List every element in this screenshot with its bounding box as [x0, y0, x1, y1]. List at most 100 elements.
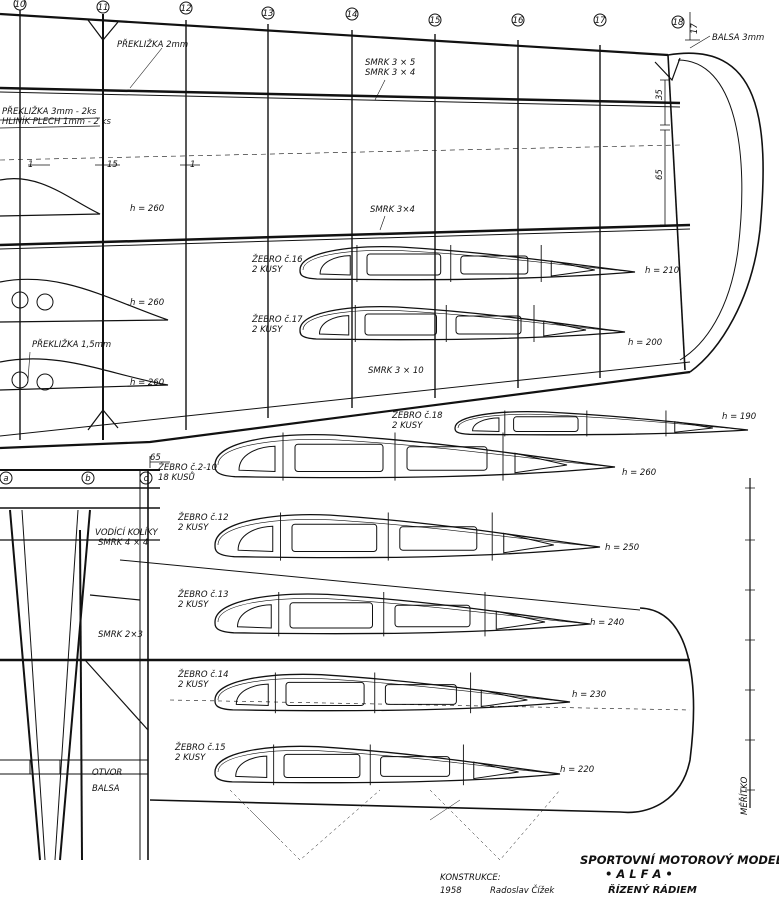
rib-inner-line: [217, 678, 563, 702]
rib-count: 2 KUSY: [178, 680, 209, 690]
scale-label: MĚŘÍTKO: [738, 776, 750, 815]
rib-hole: [366, 253, 442, 276]
rib-outline: [214, 434, 616, 479]
rib-height: h = 190: [722, 412, 756, 422]
hlinik-plech-label: HLINÍK PLECH 1mm - 2 ks: [2, 115, 112, 127]
vodici-smrk-label: SMRK 4 × 4: [98, 538, 148, 548]
rib-outline: [454, 411, 749, 436]
rib-count: 2 KUSY: [252, 265, 283, 275]
rib-hole: [460, 255, 529, 275]
rib-hole: [318, 315, 350, 336]
rib-hole: [543, 320, 587, 337]
rib-name: ŽEBRO č.17: [251, 313, 303, 325]
lower-wing-panel: a b c: [0, 469, 695, 861]
rib-8: ŽEBRO č.152 KUSY h = 220: [174, 741, 594, 786]
rib-hole: [550, 260, 595, 277]
station-14-label: 14: [347, 10, 358, 20]
credit-label: KONSTRUKCE:: [440, 873, 501, 883]
rib-inner-line: [217, 439, 608, 467]
rib-inner-line: [457, 413, 741, 430]
rib-count: 2 KUSY: [178, 523, 209, 533]
balsa-3mm-label: BALSA 3mm: [712, 33, 764, 43]
rib-hole: [319, 255, 351, 276]
rib-hole: [514, 452, 568, 474]
rib-hole: [238, 445, 276, 473]
rib-hole: [291, 523, 378, 553]
rib-hole: [289, 602, 373, 629]
station-b-label: b: [85, 474, 90, 484]
rib-hole: [364, 313, 437, 336]
rib-hole: [399, 526, 478, 551]
rib-name: ŽEBRO č.16: [251, 253, 303, 265]
rib-hole: [237, 525, 274, 553]
scale-bar: MĚŘÍTKO: [738, 478, 755, 815]
rib-outline: [214, 514, 601, 559]
rib-name: ŽEBRO č.14: [177, 668, 229, 680]
station-13-label: 13: [263, 9, 274, 19]
rib-name: ŽEBRO č.2-10: [157, 461, 217, 473]
rib-hole: [480, 689, 528, 708]
title-line-1: SPORTOVNÍ MOTOROVÝ MODEL: [580, 852, 779, 867]
rib-count: 18 KUSŮ: [158, 471, 196, 483]
rib-hole: [384, 684, 457, 705]
dim-1a: 1: [28, 160, 33, 170]
rib-hole: [472, 417, 500, 433]
rib-inner-line: [302, 310, 618, 332]
rib-inner-line: [217, 750, 553, 774]
rib-hole: [513, 416, 579, 432]
rib-name: ŽEBRO č.18: [391, 409, 443, 421]
vodici-koliky-label: VODÍCÍ KOLÍKY: [95, 526, 159, 538]
rib-count: 2 KUSY: [175, 753, 206, 763]
dim-15: 15: [107, 160, 118, 170]
smrk-3x5-label: SMRK 3 × 5: [365, 58, 415, 68]
title-line-2: • A L F A •: [605, 867, 673, 881]
station-16-label: 16: [513, 16, 524, 26]
preklizka-15-label: PŘEKLIŽKA 1,5mm: [32, 338, 111, 350]
preklizka-2mm-label: PŘEKLIŽKA 2mm: [117, 38, 188, 50]
rib-height: h = 250: [605, 543, 639, 553]
title-block: SPORTOVNÍ MOTOROVÝ MODEL • A L F A • ŘÍZ…: [440, 852, 779, 896]
rib-hole: [236, 604, 272, 629]
rib-hole: [406, 446, 488, 471]
smrk-3x4-lower-label: SMRK 3×4: [370, 205, 415, 215]
station-a-label: a: [3, 474, 8, 484]
credit-year: 1958: [440, 886, 462, 896]
rib-inner-line: [302, 250, 628, 272]
dim-65-lower: 65: [150, 453, 161, 463]
station-15-label: 15: [430, 16, 441, 26]
rib-outline: [214, 673, 571, 712]
station-11-label: 11: [98, 3, 109, 13]
dim-35: 35: [655, 89, 665, 100]
station-12-label: 12: [181, 4, 192, 14]
rib-outline: [299, 306, 626, 341]
rib-hole: [235, 755, 268, 779]
dim-1b: 1: [190, 160, 195, 170]
smrk-3x4-label: SMRK 3 × 4: [365, 68, 415, 78]
rib-height: h = 260: [622, 468, 656, 478]
rib-height: h = 220: [560, 765, 594, 775]
rib-hole: [473, 761, 519, 780]
rib-hole: [394, 604, 471, 628]
partial-rib-h-2: h = 260: [130, 298, 164, 308]
rib-name: ŽEBRO č.12: [177, 511, 229, 523]
smrk-3x10-label: SMRK 3 × 10: [368, 366, 424, 376]
rib-hole: [455, 315, 522, 335]
rib-name: ŽEBRO č.15: [174, 741, 226, 753]
rib-count: 2 KUSY: [178, 600, 209, 610]
rib-hole: [235, 683, 269, 707]
rib-inner-line: [217, 598, 583, 624]
rib-hole: [285, 681, 365, 707]
station-17-label: 17: [595, 16, 606, 26]
station-c-label: c: [144, 474, 149, 484]
rib-hole: [294, 443, 384, 473]
dim-65: 65: [655, 169, 665, 180]
station-10-label: 10: [15, 0, 26, 10]
rib-name: ŽEBRO č.13: [177, 588, 229, 600]
